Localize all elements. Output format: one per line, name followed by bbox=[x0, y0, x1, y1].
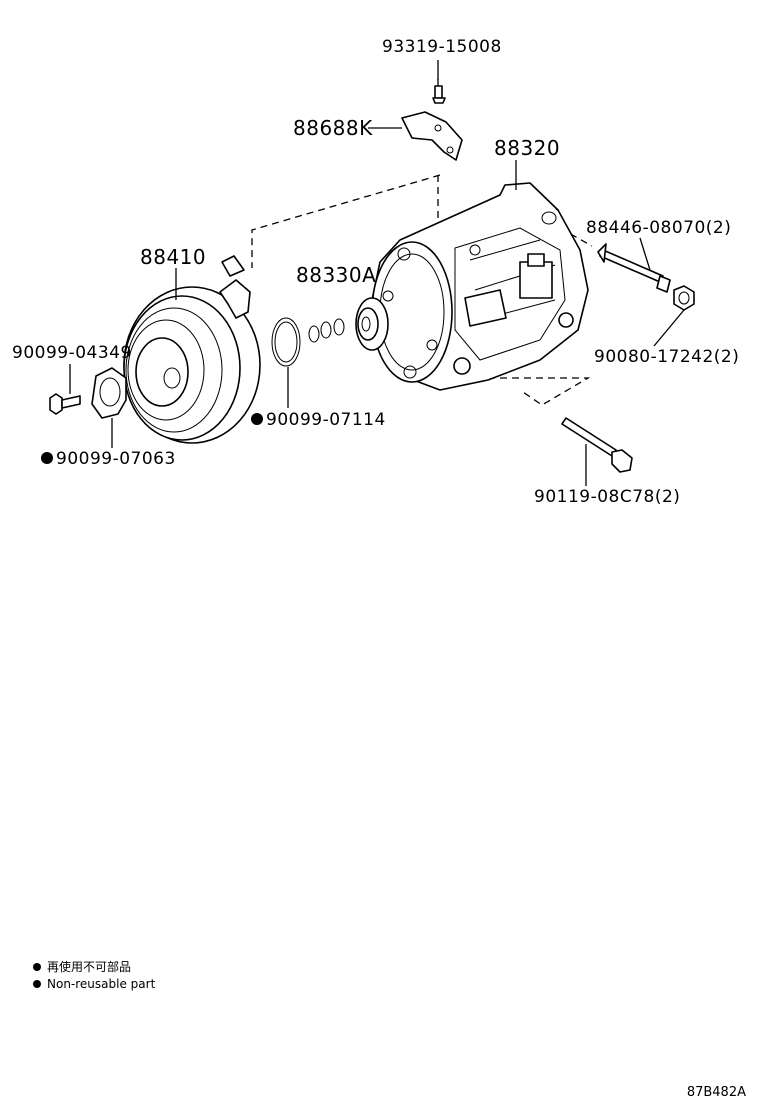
clutch-hub-part bbox=[355, 297, 389, 351]
assembly-line-upper bbox=[251, 174, 441, 268]
diagram-code: 87B482A bbox=[686, 1085, 746, 1100]
legend-english: Non-reusable part bbox=[33, 977, 155, 991]
shim-part bbox=[91, 367, 127, 419]
snap-ring-part bbox=[271, 317, 345, 367]
label-bolt-right: 88446-08070(2) bbox=[586, 218, 731, 238]
legend-japanese-text: 再使用不可部品 bbox=[47, 960, 132, 974]
label-bracket: 88688K bbox=[293, 116, 373, 140]
screw-part bbox=[432, 79, 446, 104]
label-bolt-lower: 90119-08C78(2) bbox=[534, 487, 680, 507]
label-shim: 90099-07063 bbox=[56, 449, 176, 469]
label-bolt-left: 90099-04349 bbox=[12, 343, 132, 363]
label-compressor: 88320 bbox=[494, 136, 560, 160]
lower-bolt-part bbox=[561, 417, 633, 473]
label-snap-ring: 90099-07114 bbox=[266, 410, 386, 430]
bullet-icon bbox=[33, 962, 41, 971]
legend-japanese: 再使用不可部品 bbox=[33, 958, 131, 975]
label-screw-top: 93319-15008 bbox=[382, 37, 502, 57]
clutch-pulley-part bbox=[123, 255, 261, 444]
legend-english-text: Non-reusable part bbox=[47, 977, 156, 991]
non-reusable-marker-snap-ring bbox=[251, 413, 263, 425]
nut-part bbox=[673, 285, 695, 311]
compressor-body bbox=[371, 182, 589, 391]
bullet-icon bbox=[33, 979, 41, 988]
nut-leader bbox=[653, 309, 685, 347]
assembly-line-lower bbox=[476, 377, 591, 406]
long-bolt-leader bbox=[639, 237, 651, 271]
small-bolt-part bbox=[49, 393, 81, 415]
label-clutch: 88410 bbox=[140, 245, 206, 269]
label-nut: 90080-17242(2) bbox=[594, 347, 739, 367]
long-bolt-part bbox=[597, 243, 671, 293]
label-clutch-hub: 88330A bbox=[296, 263, 376, 287]
non-reusable-marker-shim bbox=[41, 452, 53, 464]
bracket-part bbox=[401, 111, 463, 161]
